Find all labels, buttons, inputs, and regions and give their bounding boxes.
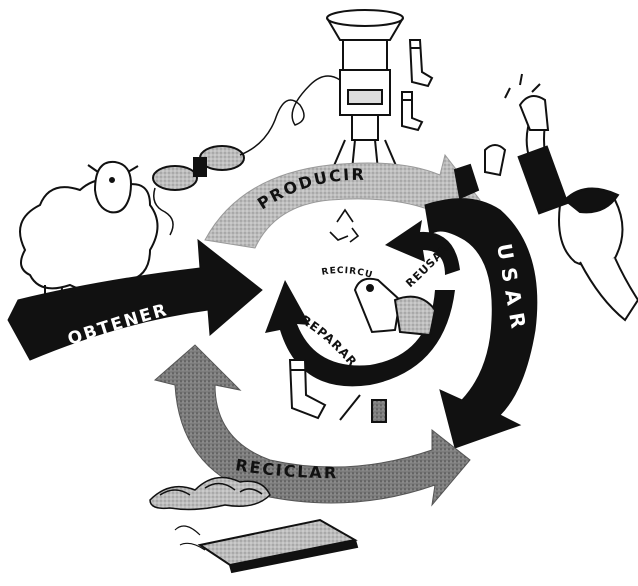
- socks-icon: [402, 40, 432, 130]
- knitting-machine-icon: [327, 10, 403, 175]
- recycle-symbol-icon: [330, 210, 358, 242]
- person-wearing-socks-icon: [455, 74, 638, 320]
- sock-puppet-icon: [355, 279, 435, 335]
- recycled-panel-icon: [175, 520, 357, 572]
- fiber-pile-icon: [150, 478, 270, 510]
